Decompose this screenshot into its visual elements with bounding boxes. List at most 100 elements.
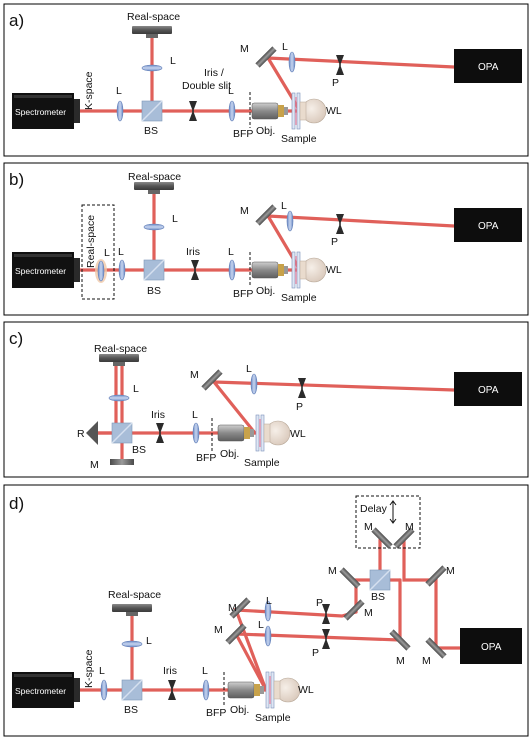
- beam-splitter-icon: [141, 100, 163, 122]
- bs-label: BS: [147, 285, 161, 297]
- lens-icon: [97, 260, 105, 282]
- mirror-bottom-label: M: [90, 459, 99, 471]
- objective-icon: [251, 102, 289, 120]
- panel-b: b) Spectrometer Real-space L L BS Real-s…: [3, 162, 529, 316]
- lens-icon: [108, 394, 130, 402]
- lens-label: L: [246, 363, 252, 375]
- retroreflector-icon: [86, 421, 98, 445]
- mirror-label: M: [240, 43, 249, 55]
- mirror-label: M: [405, 521, 414, 533]
- panel-letter: c): [9, 329, 23, 348]
- sample-icon: [291, 251, 301, 289]
- bfp-label: BFP: [196, 452, 216, 464]
- lens-icon: [264, 625, 272, 647]
- obj-label: Obj.: [230, 704, 249, 716]
- lens-icon: [121, 640, 143, 648]
- spectrometer-label: Spectrometer: [15, 266, 66, 276]
- panel-c-frame: [3, 321, 529, 478]
- sample-label: Sample: [244, 457, 280, 469]
- opa-box: [454, 49, 522, 83]
- sample-label: Sample: [281, 292, 317, 304]
- mirror-icon: [110, 459, 134, 465]
- opa-label: OPA: [481, 642, 502, 653]
- wl-label: WL: [326, 264, 342, 276]
- k-space-label: K-space: [83, 649, 95, 688]
- opa-box: [454, 372, 522, 406]
- panel-d: d) Delay M M BS M M M M M M M: [3, 484, 529, 737]
- bs-label: BS: [132, 444, 146, 456]
- p-label: P: [332, 77, 339, 89]
- lens-label: L: [170, 55, 176, 67]
- lens-icon: [228, 259, 236, 281]
- lens-label: L: [104, 247, 110, 259]
- spectrometer-label: Spectrometer: [15, 107, 66, 117]
- wl-label: WL: [290, 428, 306, 440]
- beam-splitter-icon: [369, 569, 391, 591]
- lens-icon: [141, 64, 163, 72]
- lens-label: L: [133, 383, 139, 395]
- lamp-icon: [263, 420, 291, 446]
- opa-label: OPA: [478, 385, 499, 396]
- opa-box: [454, 208, 522, 242]
- real-space-label: Real-space: [127, 11, 180, 23]
- delay-label: Delay: [360, 503, 388, 515]
- lens-label: L: [99, 665, 105, 677]
- objective-icon: [217, 424, 255, 442]
- lens-label: L: [192, 409, 198, 421]
- mirror-label: M: [190, 369, 199, 381]
- sample-label: Sample: [255, 712, 291, 724]
- panel-b-frame: [3, 162, 529, 316]
- mirror-label: M: [364, 607, 373, 619]
- lens-label: L: [116, 85, 122, 97]
- beam-splitter-icon: [143, 259, 165, 281]
- iris-label: Iris: [163, 665, 177, 677]
- lens-label: L: [172, 213, 178, 225]
- opa-box: [460, 628, 522, 664]
- spectrometer-label: Spectrometer: [15, 686, 66, 696]
- panel-letter: b): [9, 170, 24, 189]
- obj-label: Obj.: [220, 448, 239, 460]
- panel-a: a) Spectrometer K-space L BS Real-space …: [3, 3, 529, 157]
- lens-icon: [202, 679, 210, 701]
- arrow-updown-icon: [389, 500, 397, 524]
- double-slit-label: Double slit: [182, 80, 231, 92]
- panel-c: c) Real-space L R BS M Iris L BFP Obj. S…: [3, 321, 529, 478]
- mirror-label: M: [364, 521, 373, 533]
- removable-lens-box: [81, 204, 115, 300]
- lens-label: L: [258, 619, 264, 631]
- bfp-label: BFP: [206, 707, 226, 719]
- lens-icon: [288, 51, 296, 73]
- lamp-icon: [299, 257, 327, 283]
- bfp-label: BFP: [233, 288, 253, 300]
- mirror-label: M: [422, 655, 431, 667]
- lens-icon: [192, 422, 200, 444]
- sample-icon: [265, 671, 275, 709]
- lens-label: L: [228, 85, 234, 97]
- sample-label: Sample: [281, 133, 317, 145]
- lens-icon: [143, 223, 165, 231]
- wl-label: WL: [298, 684, 314, 696]
- lens-icon: [118, 259, 126, 281]
- panel-letter: a): [9, 11, 24, 30]
- p-label: P: [312, 647, 319, 659]
- mirror-label: M: [396, 655, 405, 667]
- r-label: R: [77, 428, 85, 440]
- lens-icon: [250, 373, 258, 395]
- iris-label: Iris /: [204, 67, 224, 79]
- opa-label: OPA: [478, 221, 499, 232]
- k-space-label: K-space: [83, 71, 95, 110]
- lamp-icon: [299, 98, 327, 124]
- p-label: P: [316, 597, 323, 609]
- lens-icon: [286, 210, 294, 232]
- lens-label: L: [281, 200, 287, 212]
- lamp-icon: [273, 677, 301, 703]
- beam-splitter-icon: [111, 422, 133, 444]
- wl-label: WL: [326, 105, 342, 117]
- real-space-label: Real-space: [94, 343, 147, 355]
- real-space-label: Real-space: [128, 171, 181, 183]
- lens-label: L: [266, 595, 272, 607]
- lens-label: L: [282, 41, 288, 53]
- iris-label: Iris: [151, 409, 165, 421]
- panel-a-frame: [3, 3, 529, 157]
